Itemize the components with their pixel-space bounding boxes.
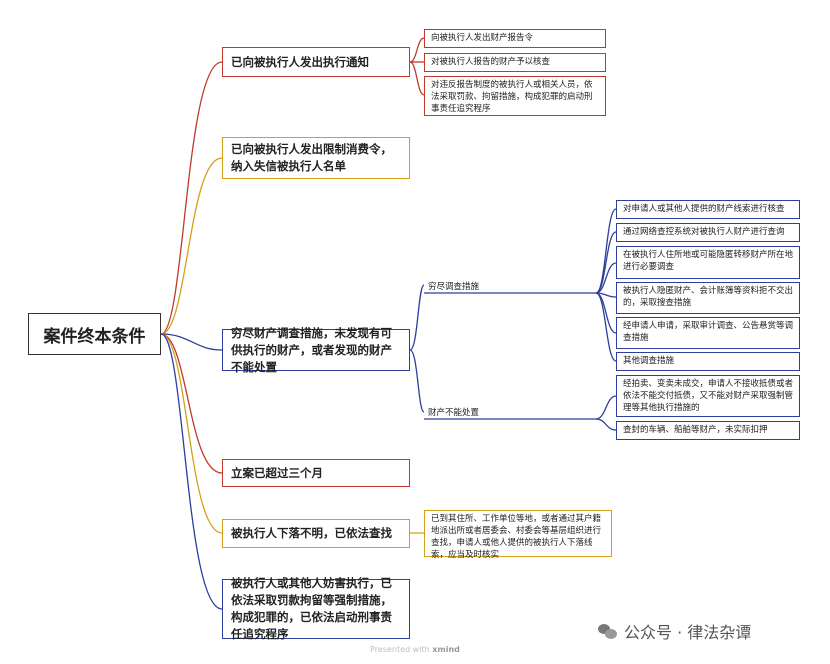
- branch-obstruction[interactable]: 被执行人或其他人妨害执行，已依法采取罚款拘留等强制措施，构成犯罪的，已依法启动刑…: [222, 576, 410, 641]
- leaf-audit-reward[interactable]: 经申请人申请，采取审计调查、公告悬赏等调查措施: [616, 317, 800, 349]
- branch-whereabouts-unknown[interactable]: 被执行人下落不明，已依法查找: [222, 519, 410, 548]
- watermark-text: 公众号 · 律法杂谭: [624, 623, 752, 642]
- wechat-icon: [598, 623, 618, 639]
- leaf-search-measures[interactable]: 被执行人隐匿财产、会计账簿等资料拒不交出的，采取搜查措施: [616, 282, 800, 314]
- leaf-property-report-order[interactable]: 向被执行人发出财产报告令: [424, 29, 606, 48]
- leaf-verify-reported-property[interactable]: 对被执行人报告的财产予以核查: [424, 53, 606, 72]
- group-exhaustive-investigation[interactable]: 穷尽调查措施: [428, 282, 480, 292]
- leaf-verify-leads[interactable]: 对申请人或其他人提供的财产线索进行核查: [616, 200, 800, 219]
- leaf-onsite-investigation[interactable]: 在被执行人住所地或可能隐匿转移财产所在地进行必要调查: [616, 246, 800, 279]
- footer: Presented with xmind: [0, 645, 830, 654]
- branch-execution-notice[interactable]: 已向被执行人发出执行通知: [222, 47, 410, 77]
- branch-consumption-restriction[interactable]: 已向被执行人发出限制消费令，纳入失信被执行人名单: [222, 137, 410, 179]
- leaf-penalties-for-violations[interactable]: 对违反报告制度的被执行人或相关人员，依法采取罚款、拘留措施，构成犯罪的启动刑事责…: [424, 76, 606, 116]
- leaf-vehicles-not-seized[interactable]: 查封的车辆、船舶等财产，未实际扣押: [616, 421, 800, 440]
- footer-brand: xmind: [432, 645, 460, 654]
- footer-prefix: Presented with: [370, 645, 430, 654]
- leaf-online-inquiry[interactable]: 通过网络查控系统对被执行人财产进行查询: [616, 223, 800, 242]
- branch-property-investigation[interactable]: 穷尽财产调查措施，未发现有可供执行的财产，或者发现的财产不能处置: [222, 326, 410, 374]
- watermark: 公众号 · 律法杂谭: [598, 619, 751, 643]
- root-topic[interactable]: 案件终本条件: [28, 313, 161, 355]
- branch-three-months[interactable]: 立案已超过三个月: [222, 459, 410, 487]
- leaf-other-measures[interactable]: 其他调查措施: [616, 352, 800, 371]
- group-property-undisposable[interactable]: 财产不能处置: [428, 408, 480, 418]
- leaf-auction-failed[interactable]: 经拍卖、变卖未成交，申请人不接收抵债或者依法不能交付抵债，又不能对财产采取强制管…: [616, 375, 800, 417]
- leaf-search-whereabouts[interactable]: 已到其住所、工作单位等地，或者通过其户籍地派出所或者居委会、村委会等基层组织进行…: [424, 510, 612, 560]
